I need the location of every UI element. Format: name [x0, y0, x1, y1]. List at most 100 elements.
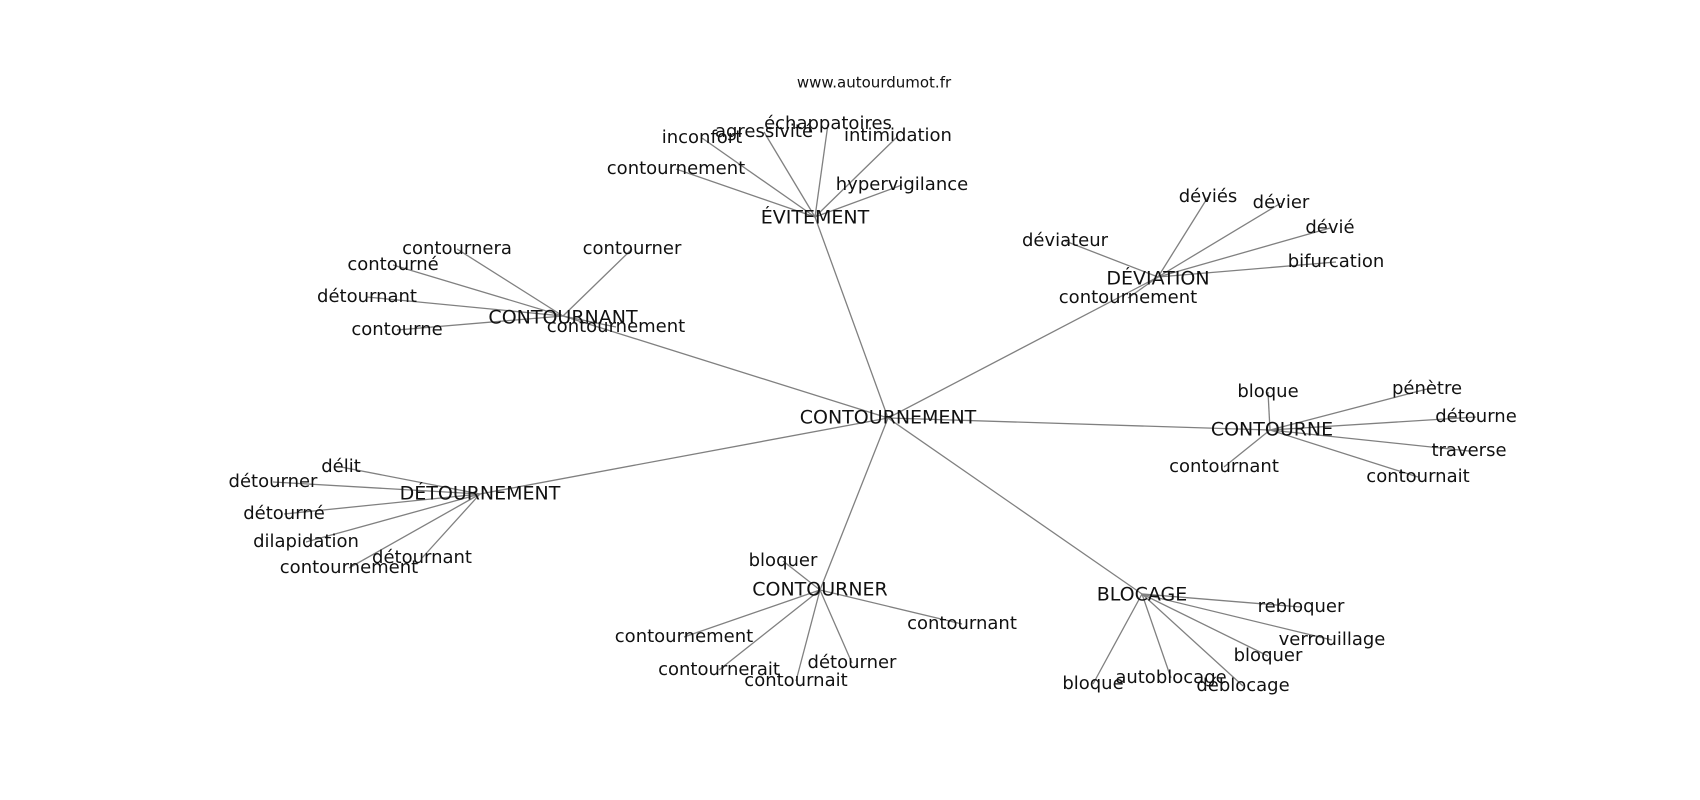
- leaf-word[interactable]: échappatoires: [764, 113, 892, 134]
- leaf-word[interactable]: autoblocage: [1115, 667, 1226, 688]
- edge-contourner-leaf: [718, 589, 821, 671]
- leaf-word[interactable]: détourner: [808, 652, 898, 673]
- edge-deviation-leaf: [1064, 240, 1159, 278]
- edge-evitement-leaf: [814, 123, 829, 218]
- edge-contourner-leaf: [782, 560, 821, 591]
- leaf-word[interactable]: dévié: [1305, 217, 1354, 238]
- edge-blocage-leaf: [1141, 593, 1172, 679]
- edge-deviation-leaf: [1157, 227, 1331, 278]
- hub-word-contourne[interactable]: CONTOURNE: [1211, 419, 1333, 441]
- leaf-word[interactable]: contournait: [1366, 466, 1469, 487]
- leaf-word[interactable]: verrouillage: [1279, 629, 1386, 650]
- leaf-word[interactable]: bloque: [1237, 381, 1298, 402]
- edge-detournement-leaf: [305, 493, 481, 543]
- edge-blocage-leaf: [1141, 593, 1333, 641]
- leaf-word[interactable]: traverse: [1431, 440, 1506, 461]
- leaf-word[interactable]: contournerait: [658, 659, 780, 680]
- hub-word-blocage[interactable]: BLOCAGE: [1097, 584, 1188, 606]
- leaf-word[interactable]: déviateur: [1022, 230, 1109, 251]
- edge-contourner-leaf: [795, 589, 821, 682]
- center-word[interactable]: CONTOURNEMENT: [800, 407, 977, 429]
- graph-edges: [272, 123, 1477, 687]
- edge-contournant-leaf: [562, 248, 633, 317]
- leaf-word[interactable]: contournera: [402, 238, 512, 259]
- edge-blocage-leaf: [1141, 593, 1244, 687]
- edge-detournement-leaf: [348, 493, 481, 569]
- leaf-word[interactable]: hypervigilance: [836, 174, 968, 195]
- edge-blocage-leaf: [1092, 593, 1143, 685]
- hub-word-contourner[interactable]: CONTOURNER: [752, 579, 888, 601]
- leaf-word[interactable]: déblocage: [1196, 675, 1289, 696]
- leaf-word[interactable]: agressivité: [715, 121, 813, 142]
- hub-word-detournement[interactable]: DÉTOURNEMENT: [400, 482, 561, 505]
- leaf-word[interactable]: contournant: [1169, 456, 1279, 477]
- leaf-word[interactable]: contourne: [351, 319, 442, 340]
- edge-blocage-leaf: [1141, 593, 1269, 657]
- edge-contourner-leaf: [819, 589, 853, 664]
- edge-contournant-leaf: [562, 315, 617, 328]
- graph-labels: www.autourdumot.fr agressivitééchappatoi…: [229, 74, 1517, 697]
- edge-evitement-leaf: [814, 184, 903, 218]
- edge-evitement-leaf: [763, 131, 816, 218]
- edge-contourne-leaf: [1269, 388, 1428, 431]
- leaf-word[interactable]: contourner: [583, 238, 682, 259]
- leaf-word[interactable]: pénètre: [1392, 378, 1462, 399]
- edge-evitement-leaf: [814, 135, 899, 218]
- edge-detournement-leaf: [272, 481, 481, 495]
- edge-center-contournant: [562, 315, 889, 419]
- edge-deviation-leaf: [1157, 196, 1209, 278]
- leaf-word[interactable]: dévier: [1253, 192, 1310, 213]
- edge-detournement-leaf: [421, 493, 481, 559]
- leaf-word[interactable]: contournait: [744, 670, 847, 691]
- leaf-word[interactable]: bloquer: [1234, 645, 1303, 666]
- edge-detournement-leaf: [283, 493, 481, 515]
- edge-blocage-leaf: [1141, 593, 1302, 608]
- leaf-word[interactable]: contournement: [615, 626, 753, 647]
- edge-center-detournement: [479, 417, 889, 495]
- leaf-word[interactable]: déviés: [1179, 186, 1238, 207]
- edge-deviation-leaf: [1127, 276, 1159, 299]
- edge-contourne-leaf: [1269, 416, 1477, 431]
- leaf-word[interactable]: rebloquer: [1258, 596, 1345, 617]
- edge-deviation-leaf: [1157, 261, 1337, 278]
- edge-center-blocage: [887, 417, 1143, 595]
- leaf-word[interactable]: contournement: [607, 158, 745, 179]
- edge-evitement-leaf: [701, 137, 816, 218]
- edge-contourne-leaf: [1269, 429, 1419, 478]
- leaf-word[interactable]: bloque: [1062, 673, 1123, 694]
- edge-contourne-leaf: [1269, 429, 1470, 452]
- edge-contournant-leaf: [456, 248, 564, 317]
- edge-contournant-leaf: [396, 315, 564, 331]
- edge-evitement-leaf: [675, 168, 816, 218]
- edge-contourne-leaf: [1223, 429, 1271, 468]
- leaf-word[interactable]: détourne: [1435, 406, 1517, 427]
- edge-deviation-leaf: [1157, 202, 1282, 278]
- leaf-word[interactable]: détourné: [243, 503, 325, 524]
- leaf-word[interactable]: contourné: [347, 254, 438, 275]
- source-url: www.autourdumot.fr: [797, 74, 952, 92]
- leaf-word[interactable]: détourner: [229, 471, 319, 492]
- leaf-word[interactable]: détournant: [317, 286, 417, 307]
- leaf-word[interactable]: contournement: [1059, 287, 1197, 308]
- leaf-word[interactable]: détournant: [372, 547, 472, 568]
- edge-contournant-leaf: [392, 264, 564, 317]
- leaf-word[interactable]: inconfort: [662, 127, 743, 148]
- leaf-word[interactable]: délit: [321, 456, 361, 477]
- hub-word-contournant[interactable]: CONTOURNANT: [488, 307, 638, 329]
- leaf-word[interactable]: intimidation: [844, 125, 952, 146]
- edge-detournement-leaf: [340, 466, 481, 495]
- leaf-word[interactable]: contournement: [280, 557, 418, 578]
- edge-contournant-leaf: [366, 296, 564, 317]
- hub-word-evitement[interactable]: ÉVITEMENT: [761, 206, 870, 229]
- edge-contourner-leaf: [683, 589, 821, 638]
- leaf-word[interactable]: contournant: [907, 613, 1017, 634]
- hub-word-deviation[interactable]: DÉVIATION: [1106, 267, 1209, 290]
- leaf-word[interactable]: bifurcation: [1288, 251, 1385, 272]
- leaf-word[interactable]: dilapidation: [253, 531, 359, 552]
- edge-center-contourne: [887, 417, 1271, 431]
- leaf-word[interactable]: bloquer: [749, 550, 818, 571]
- edge-contourner-leaf: [819, 589, 963, 625]
- leaf-word[interactable]: contournement: [547, 316, 685, 337]
- edge-center-contourner: [819, 417, 889, 591]
